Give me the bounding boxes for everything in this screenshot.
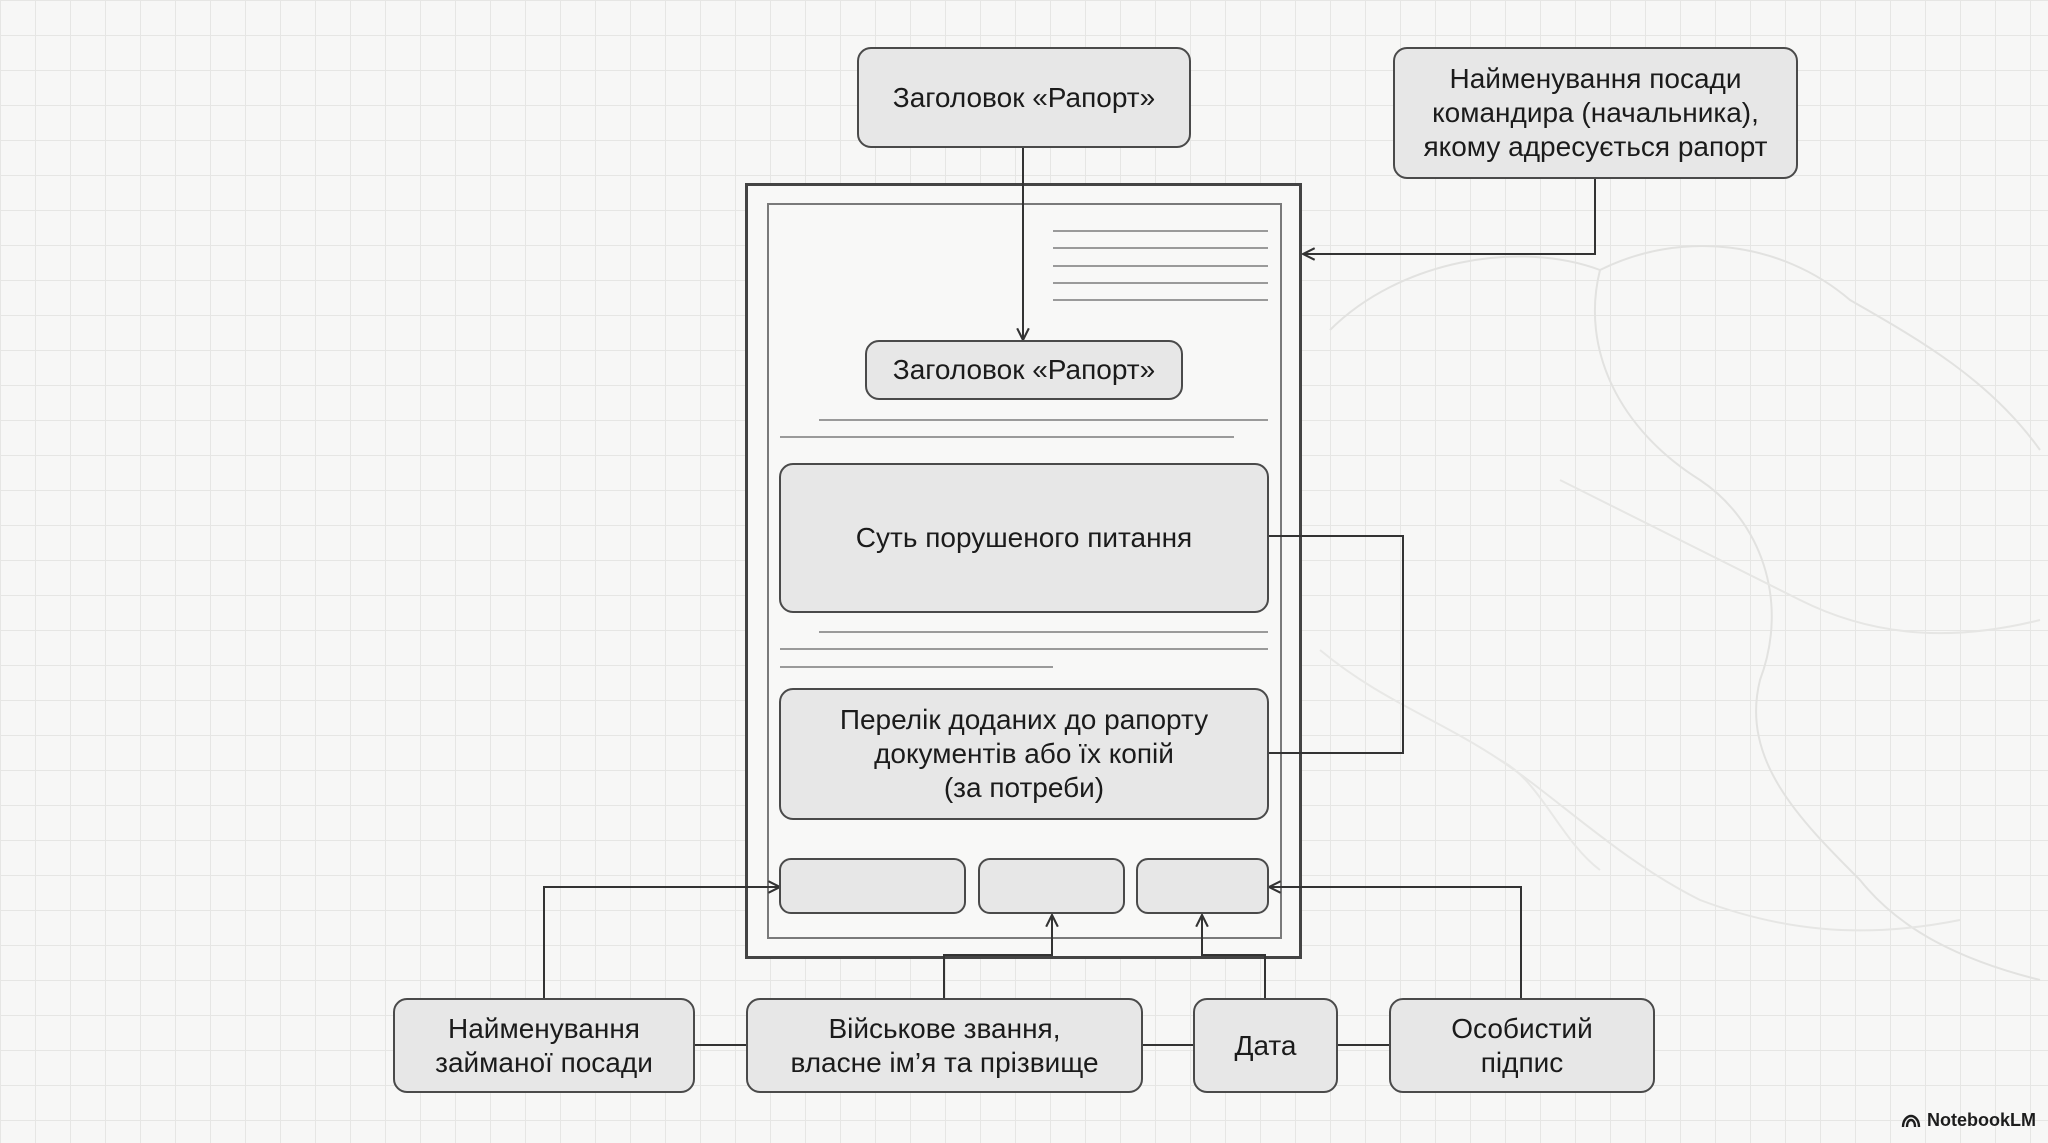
addressee-placeholder-lines [1053,230,1268,301]
document-title-field: Заголовок «Рапорт» [865,340,1183,400]
attachments-field: Перелік доданих до рапорту документів аб… [779,688,1269,820]
title-placeholder-lines [780,419,1268,438]
arrow-rank-to-slot [943,915,1052,998]
notebooklm-logo-icon [1901,1114,1921,1127]
signature-slot-rank-name [978,858,1125,914]
addressee-callout: Найменування посади командира (начальник… [1393,47,1798,179]
signature-label: Особистий підпис [1389,998,1655,1093]
arrow-signature-to-slot [1269,887,1522,998]
essence-field: Суть порушеного питання [779,463,1269,613]
arrow-position-to-slot [543,887,780,998]
date-label: Дата [1193,998,1338,1093]
notebooklm-brand: NotebookLM [1901,1110,2036,1131]
signature-slot-position [779,858,966,914]
position-label: Найменування займаної посади [393,998,695,1093]
body-placeholder-lines [780,631,1268,668]
rank-name-label: Військове звання, власне ім’я та прізвищ… [746,998,1143,1093]
header-callout: Заголовок «Рапорт» [857,47,1191,148]
signature-slot-date-signature [1136,858,1269,914]
arrow-date-to-slot [1202,915,1266,998]
arrow-addressee-to-document [1303,179,1596,254]
brand-label: NotebookLM [1927,1110,2036,1130]
bracket-essence-attachments [1268,535,1404,754]
document-inner-frame [767,203,1282,939]
